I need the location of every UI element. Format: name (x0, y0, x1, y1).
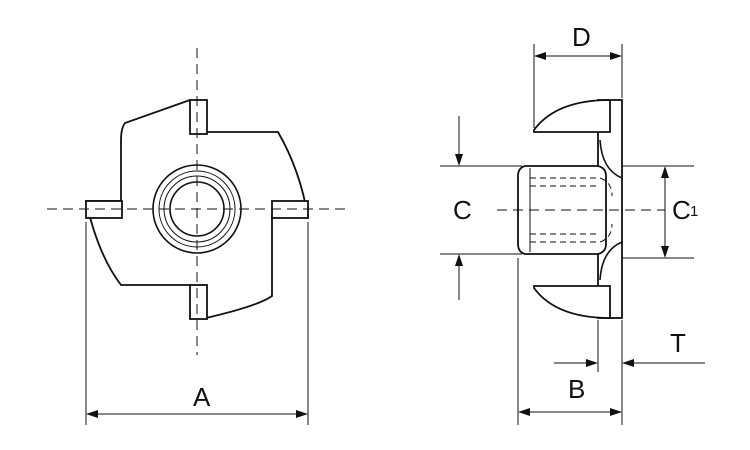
dim-D-label: D (572, 22, 591, 52)
dim-B-arrow-right (610, 408, 622, 416)
thread-hidden-curve-upper (599, 177, 613, 197)
upper-prong (533, 99, 611, 133)
dim-A-label: A (193, 382, 211, 412)
barrel-flare-upper (599, 139, 623, 179)
dim-C-arrow-top (455, 154, 463, 166)
barrel-flare-lower (599, 241, 623, 281)
dim-D-arrow-right (610, 52, 622, 60)
dim-B-arrow-left (518, 408, 530, 416)
side-view: D C C 1 B T (440, 22, 705, 425)
dim-D-arrow-left (534, 52, 546, 60)
thread-hidden-curve-lower (599, 223, 613, 243)
dim-A-arrow-right (296, 410, 308, 418)
dim-C-arrow-bottom (455, 254, 463, 266)
dim-A-arrow-left (86, 410, 98, 418)
dim-C1-subscript: 1 (690, 203, 698, 220)
dim-C-label: C (453, 195, 472, 225)
dim-T-label: T (670, 328, 686, 358)
prong-top (189, 99, 208, 135)
dim-B-label: B (568, 374, 585, 404)
dim-C1-label: C (672, 195, 691, 225)
dim-T-arrow-right (622, 359, 634, 367)
dim-T-arrow-left (586, 359, 598, 367)
front-view: A (47, 48, 345, 425)
prong-bottom (189, 284, 208, 320)
dim-C1-arrow-bottom (661, 246, 669, 258)
lower-prong (533, 285, 611, 319)
dim-C1-arrow-top (661, 166, 669, 178)
